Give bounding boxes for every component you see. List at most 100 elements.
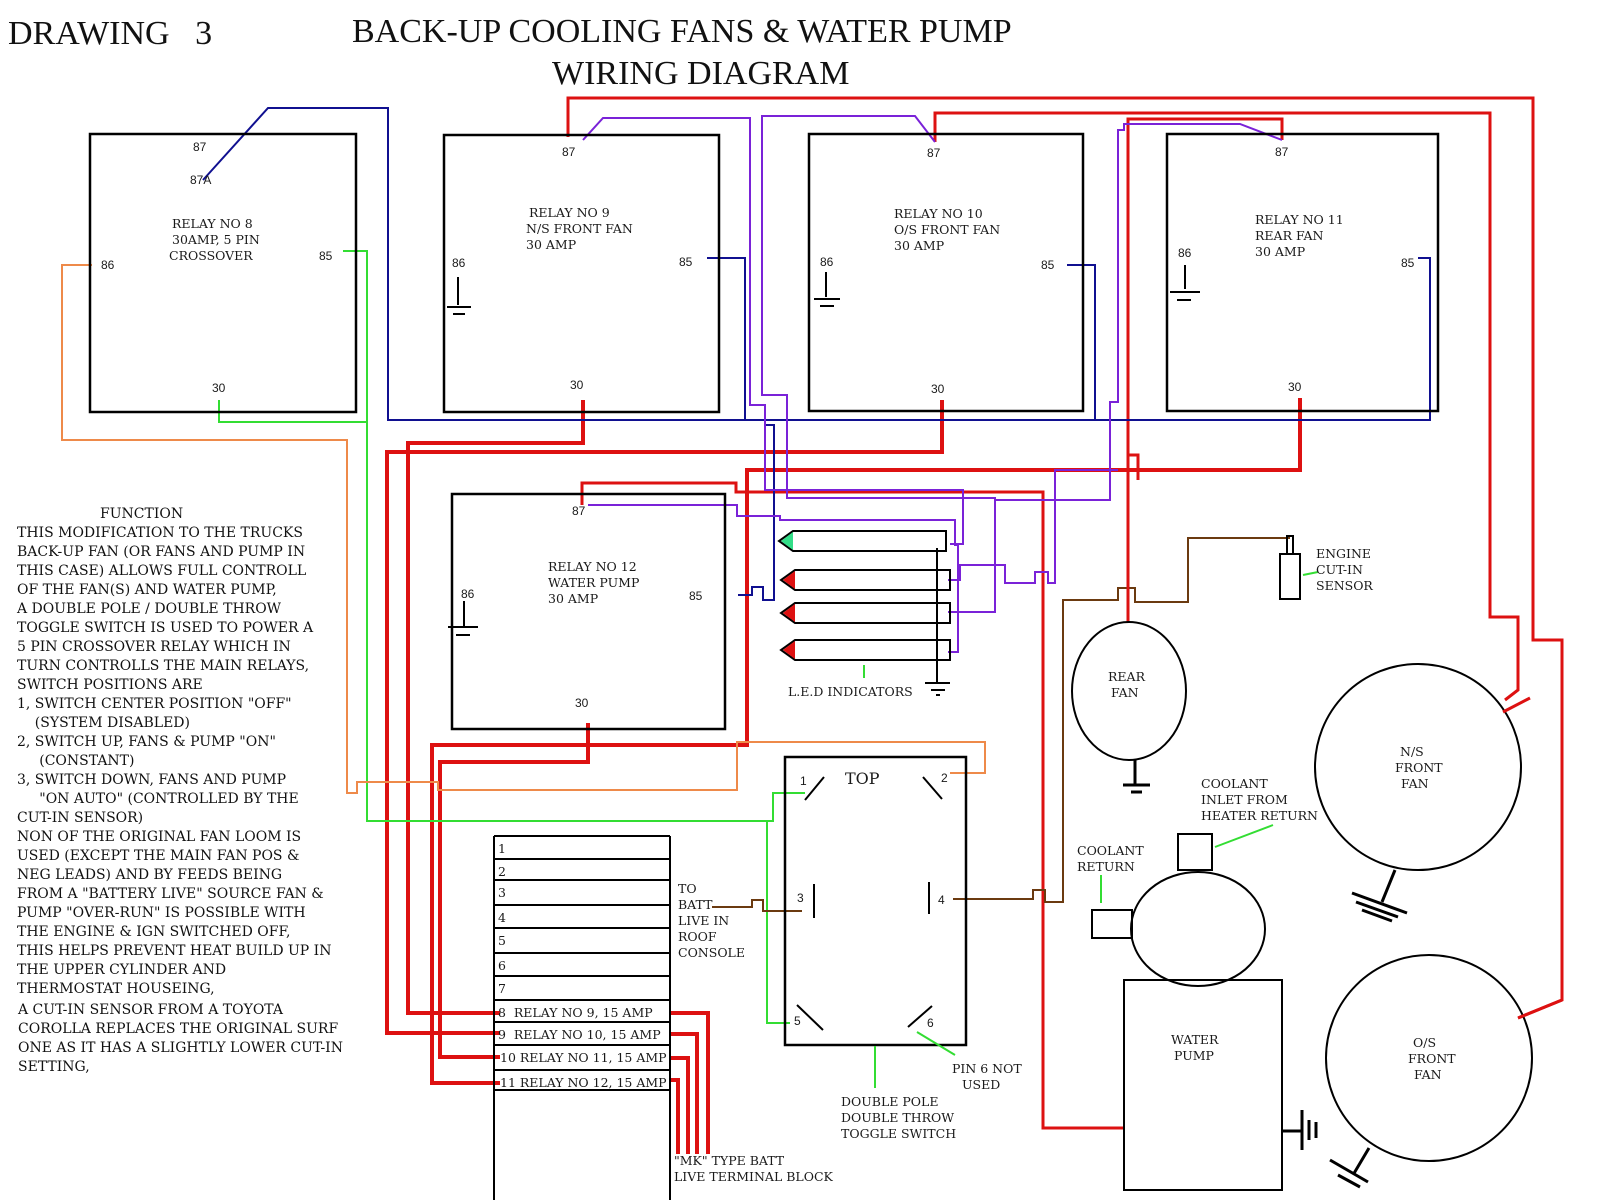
terminal-row-9[interactable]: 9 RELAY NO 10, 15 AMP [498,1027,661,1042]
wire-switch4-to-sensor [953,537,1290,903]
pin6-note-pointer [916,1031,956,1056]
wire-relay9-30 [406,400,585,1015]
terminal-block-body [493,835,671,1200]
ground-icon [925,682,950,696]
ground-icon [1351,869,1408,923]
relay-11-name: RELAY NO 11 [1255,212,1344,227]
relay-8-rating: 30AMP, 5 PIN [172,232,260,247]
led-indicator [779,602,951,624]
function-heading: FUNCTION [100,506,183,522]
ns-front-fan[interactable]: N/S FRONT FAN [1314,663,1531,923]
relay-9[interactable]: 87 86 85 30 RELAY NO 9 N/S FRONT FAN 30 … [442,133,721,414]
relay-12-pin-30: 30 [575,696,589,710]
led-body [779,569,951,591]
relay-10-pin-30: 30 [931,382,945,396]
wire-relay10-30 [385,400,944,1035]
function-line: 5 PIN CROSSOVER RELAY WHICH IN [17,639,291,655]
wire-relay12-30 [438,723,590,1059]
pin6-note-line2: USED [962,1077,1000,1092]
wire-tb-feed-8 [670,1011,710,1154]
terminal-row-10[interactable]: 10 RELAY NO 11, 15 AMP [500,1050,667,1065]
engine-cut-in-sensor[interactable]: ENGINE CUT-IN SENSOR [1279,535,1373,600]
wire-relay9-85 [707,257,746,420]
os-front-fan[interactable]: O/S FRONT FAN [1325,954,1563,1189]
terminal-row-4: 4 [498,910,506,925]
wire-led-relay11-to-led2 [948,469,1118,584]
ns-fan-label-line1: N/S [1400,744,1424,759]
function-line: THIS MODIFICATION TO THE TRUCKS [17,525,303,541]
batt-label-line3: LIVE IN [678,913,729,928]
wire-batt-to-switch3 [712,899,802,912]
rear-fan[interactable]: REAR FAN [1071,621,1187,794]
ns-fan-power-lead [1502,696,1531,714]
coolant-inlet-label-line1: COOLANT [1201,776,1268,791]
relay-8[interactable]: 87 87A 86 85 30 RELAY NO 8 30AMP, 5 PIN … [88,132,358,414]
function-line: 1, SWITCH CENTER POSITION "OFF" [17,696,292,712]
function-lines: THIS MODIFICATION TO THE TRUCKS BACK-UP F… [16,525,343,1075]
relay-10-pin-86: 86 [820,255,834,269]
ground-icon [1170,265,1200,301]
function-line: "ON AUTO" (CONTROLLED BY THE [17,791,299,807]
wire-led-relay11 [995,123,1283,501]
wire-power-relay9-87 [566,96,1564,1020]
ns-fan-body [1314,663,1522,871]
function-line: THIS CASE) ALLOWS FULL CONTROLL [17,563,306,579]
batt-label-line1: TO [678,881,697,896]
wire-tb-feed-9 [670,1032,699,1154]
coolant-return-label-line2: RETURN [1077,859,1135,874]
relay-11-pin-85: 85 [1401,256,1415,270]
ground-icon [448,601,478,636]
coolant-inlet-label-line2: INLET FROM [1201,792,1288,807]
terminal-block-caption-line1: "MK" TYPE BATT [674,1153,785,1168]
function-line: COROLLA REPLACES THE ORIGINAL SURF [18,1021,338,1037]
sensor-label-line2: CUT-IN [1316,562,1363,577]
relay-9-pin-30: 30 [570,378,584,392]
terminal-row-11[interactable]: 11 RELAY NO 12, 15 AMP [500,1075,667,1090]
relay-12-function: WATER PUMP [548,575,639,590]
coolant-return-port [1091,909,1133,939]
switch-caption-line2: DOUBLE THROW [841,1110,954,1125]
function-line: SETTING, [18,1059,90,1075]
function-line: PUMP "OVER-RUN" IS POSSIBLE WITH [17,905,306,921]
wire-led-relay12 [588,504,959,653]
wire-power-relay10-87 [933,111,1520,702]
function-line: A CUT-IN SENSOR FROM A TOYOTA [17,1002,284,1018]
function-line: 3, SWITCH DOWN, FANS AND PUMP [17,772,286,788]
ns-fan-label-line2: FRONT [1395,760,1443,775]
relay-9-pin-87: 87 [562,145,576,159]
relay-8-pin-30: 30 [212,381,226,395]
relay-10-rating: 30 AMP [894,238,944,253]
function-line: TOGGLE SWITCH IS USED TO POWER A [17,620,314,636]
wire-relay8-85-green [343,250,790,1024]
function-line: USED (EXCEPT THE MAIN FAN POS & [17,848,299,864]
led-lens-icon [783,571,795,589]
ground-icon [1329,1147,1371,1189]
relay-12[interactable]: 87 86 85 30 RELAY NO 12 WATER PUMP 30 AM… [448,492,727,731]
water-pump-label-line2: PUMP [1174,1048,1214,1063]
relay-12-name: RELAY NO 12 [548,559,637,574]
switch-caption-line1: DOUBLE POLE [841,1094,938,1109]
toggle-switch-body [783,755,968,1047]
terminal-block-caption-line2: LIVE TERMINAL BLOCK [674,1169,834,1184]
wire-switch1-green [760,792,805,822]
os-fan-power-lead [1517,998,1563,1020]
relay-11[interactable]: 87 86 85 30 RELAY NO 11 REAR FAN 30 AMP [1165,132,1440,413]
wire-relay8-87a [202,107,1431,421]
water-pump[interactable]: WATER PUMP [1123,979,1318,1191]
switch-pin-2: 2 [941,771,948,785]
batt-live-label: TO BATT LIVE IN ROOF CONSOLE [678,881,745,960]
terminal-row-8[interactable]: 8 RELAY NO 9, 15 AMP [498,1005,653,1020]
relay-12-body [450,492,727,731]
function-line: BACK-UP FAN (OR FANS AND PUMP IN [17,544,305,560]
relay-11-pin-30: 30 [1288,380,1302,394]
toggle-switch[interactable]: TOP 1 2 3 4 5 6 DOUBLE POLE DOUBLE THROW… [783,755,1022,1141]
relay-10[interactable]: 87 86 85 30 RELAY NO 10 O/S FRONT FAN 30… [807,132,1085,413]
relay-12-pin-87: 87 [572,504,586,518]
function-line: ONE AS IT HAS A SLIGHTLY LOWER CUT-IN [18,1040,343,1056]
relay-11-rating: 30 AMP [1255,244,1305,259]
os-fan-label-line2: FRONT [1408,1051,1456,1066]
relay-11-pin-87: 87 [1275,145,1289,159]
function-line: THE ENGINE & IGN SWITCHED OFF, [17,924,291,940]
